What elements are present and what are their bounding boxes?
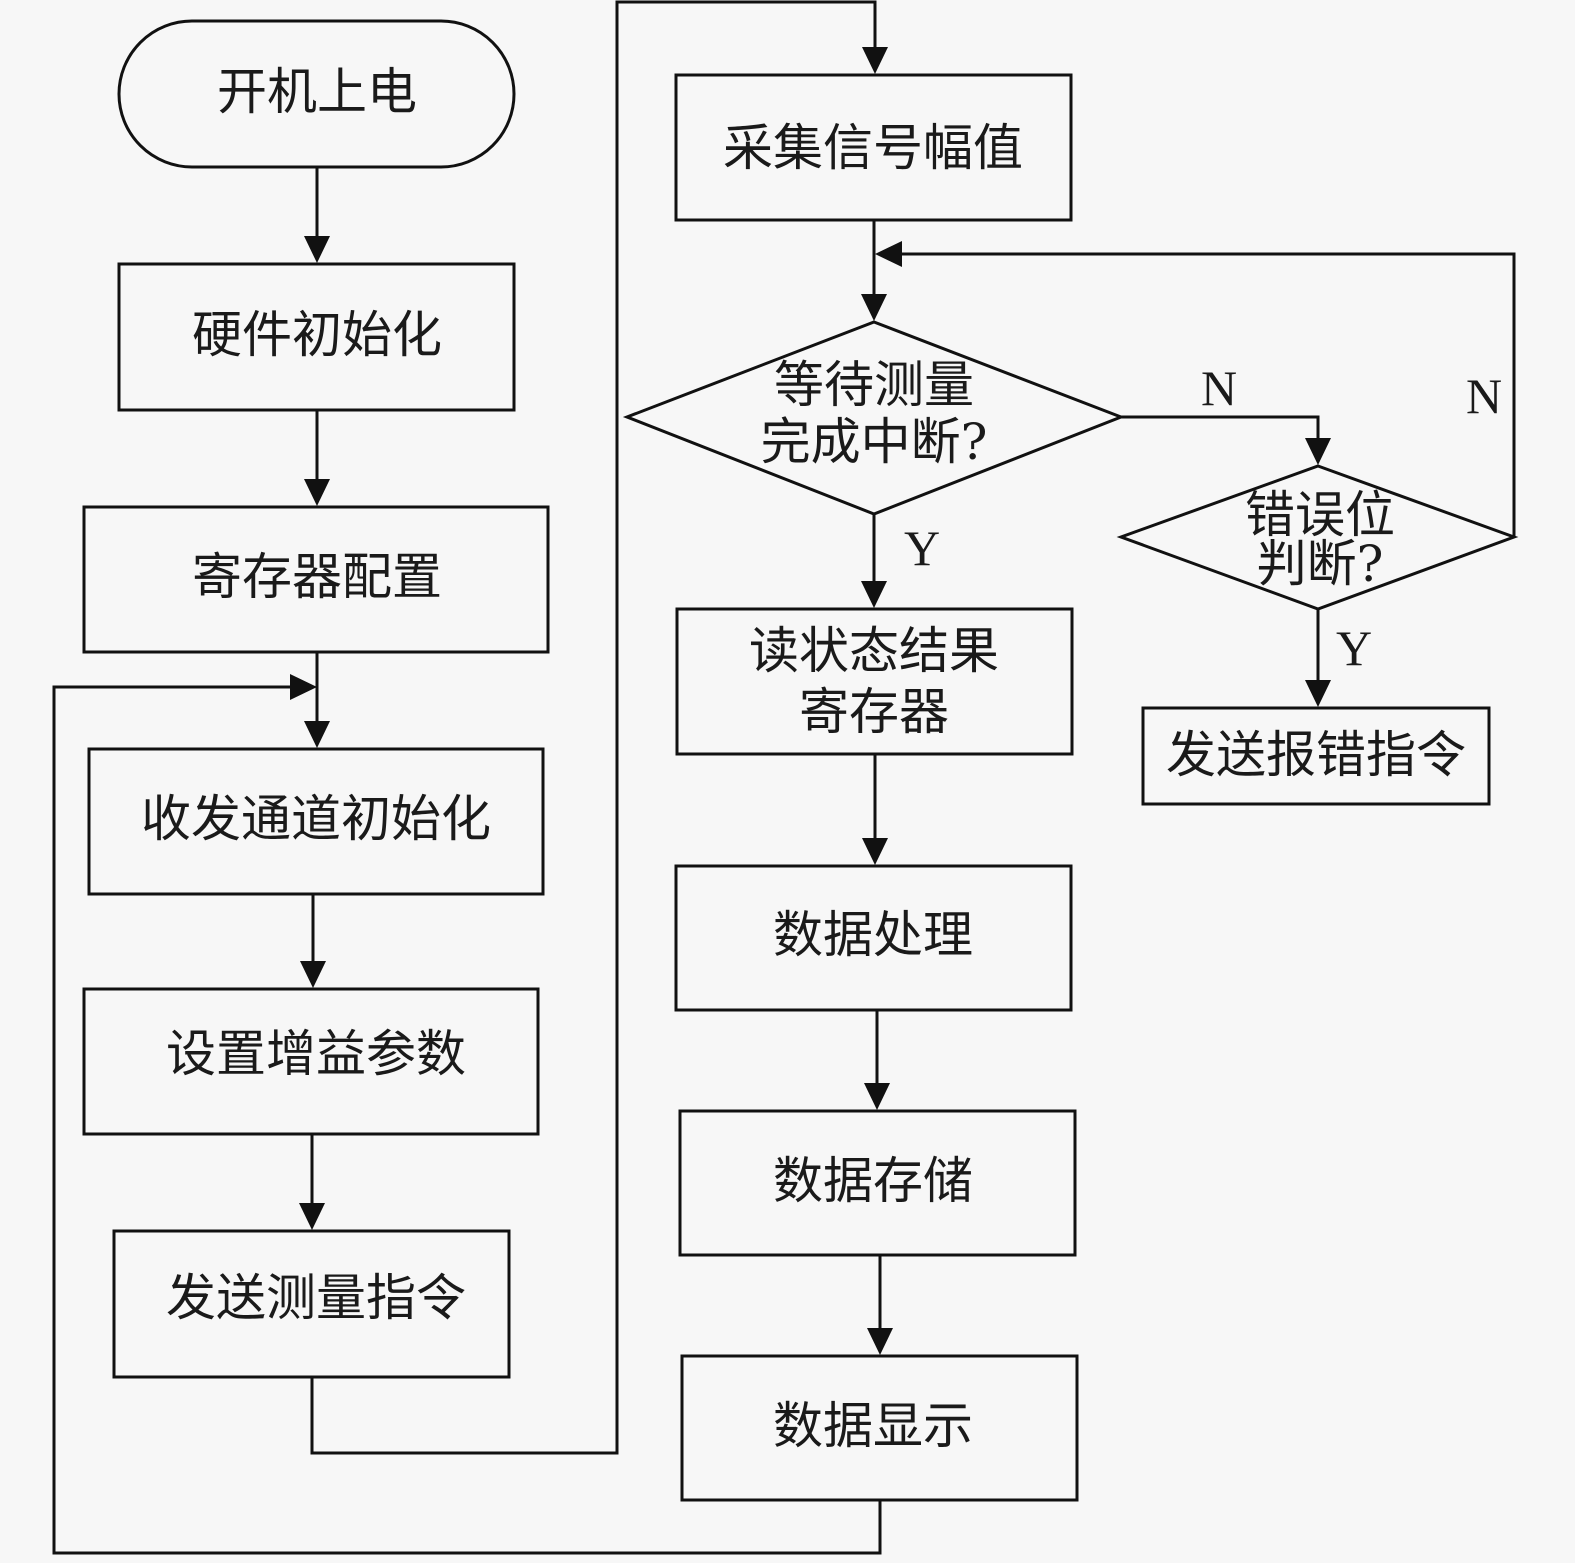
edge-label-no: N <box>1201 360 1237 416</box>
node-label: 设置增益参数 <box>166 1025 466 1083</box>
node-send-measure: 发送测量指令 <box>112 1229 511 1379</box>
arrowhead <box>304 236 330 263</box>
node-hw-init: 硬件初始化 <box>117 262 516 412</box>
terminator-shape <box>117 19 516 169</box>
node-label: 错误位 <box>1245 486 1395 544</box>
node-read-status: 读状态结果 寄存器 <box>675 607 1074 756</box>
node-label: 发送报错指令 <box>1166 726 1466 784</box>
process-shape <box>1141 706 1491 806</box>
arrowhead <box>304 721 330 748</box>
process-shape <box>112 1229 511 1379</box>
arrowhead <box>861 294 887 321</box>
node-label: 硬件初始化 <box>192 306 442 364</box>
arrowhead <box>864 1083 890 1110</box>
node-label: 完成中断? <box>761 413 988 471</box>
node-label: 读状态结果 <box>749 622 999 680</box>
node-label: 采集信号幅值 <box>723 119 1023 177</box>
process-shape <box>82 987 540 1136</box>
arrowhead <box>1305 680 1331 707</box>
arrowhead <box>300 961 326 988</box>
arrowhead <box>299 1203 325 1230</box>
edge-label-yes: Y <box>904 520 940 576</box>
arrowhead <box>875 241 902 267</box>
process-shape <box>117 262 516 412</box>
edges: Y N N Y <box>52 0 1516 1555</box>
node-reg-config: 寄存器配置 <box>82 505 550 654</box>
edge-error-check-to-wait-irq <box>898 252 1516 537</box>
node-label: 寄存器配置 <box>192 548 442 606</box>
node-data-store: 数据存储 <box>678 1109 1077 1257</box>
node-channel-init: 收发通道初始化 <box>87 747 545 896</box>
edge-label-yes: Y <box>1336 620 1372 676</box>
process-shape <box>678 1109 1077 1257</box>
node-data-process: 数据处理 <box>674 864 1073 1012</box>
nodes: 开机上电 硬件初始化 寄存器配置 收发通道初始化 设置增益参数 发送测量指令 采… <box>82 19 1519 1502</box>
arrowhead <box>290 674 317 700</box>
node-label: 数据显示 <box>773 1397 973 1455</box>
edge-wait-irq-to-error-check <box>1121 415 1320 442</box>
decision-shape <box>1116 464 1519 611</box>
node-label: 等待测量 <box>774 356 974 414</box>
node-label: 判断? <box>1257 535 1384 593</box>
node-label: 寄存器 <box>799 683 949 741</box>
edge-data-display-loop-back <box>52 685 882 1555</box>
arrowhead <box>1305 438 1331 465</box>
process-shape <box>680 1354 1079 1502</box>
node-label: 收发通道初始化 <box>141 790 491 848</box>
node-label: 发送测量指令 <box>166 1269 466 1327</box>
process-shape <box>674 73 1073 222</box>
node-wait-irq: 等待测量 完成中断? <box>622 320 1126 516</box>
process-shape <box>87 747 545 896</box>
arrowhead <box>867 1328 893 1355</box>
decision-shape <box>622 320 1126 516</box>
node-sample-amp: 采集信号幅值 <box>674 73 1073 222</box>
node-label: 数据处理 <box>773 906 973 964</box>
arrowhead <box>304 479 330 506</box>
arrowhead <box>862 838 888 865</box>
edge-label-no: N <box>1466 368 1502 424</box>
node-send-error: 发送报错指令 <box>1141 706 1491 806</box>
node-data-display: 数据显示 <box>680 1354 1079 1502</box>
process-shape <box>675 607 1074 756</box>
node-label: 开机上电 <box>217 63 417 121</box>
node-error-check: 错误位 判断? <box>1116 464 1519 611</box>
arrowhead <box>861 581 887 608</box>
process-shape <box>674 864 1073 1012</box>
node-set-gain: 设置增益参数 <box>82 987 540 1136</box>
node-label: 数据存储 <box>773 1152 973 1210</box>
arrowhead <box>862 47 888 74</box>
node-start: 开机上电 <box>117 19 516 169</box>
process-shape <box>82 505 550 654</box>
edge-send-measure-to-sample-amp <box>310 0 877 1455</box>
